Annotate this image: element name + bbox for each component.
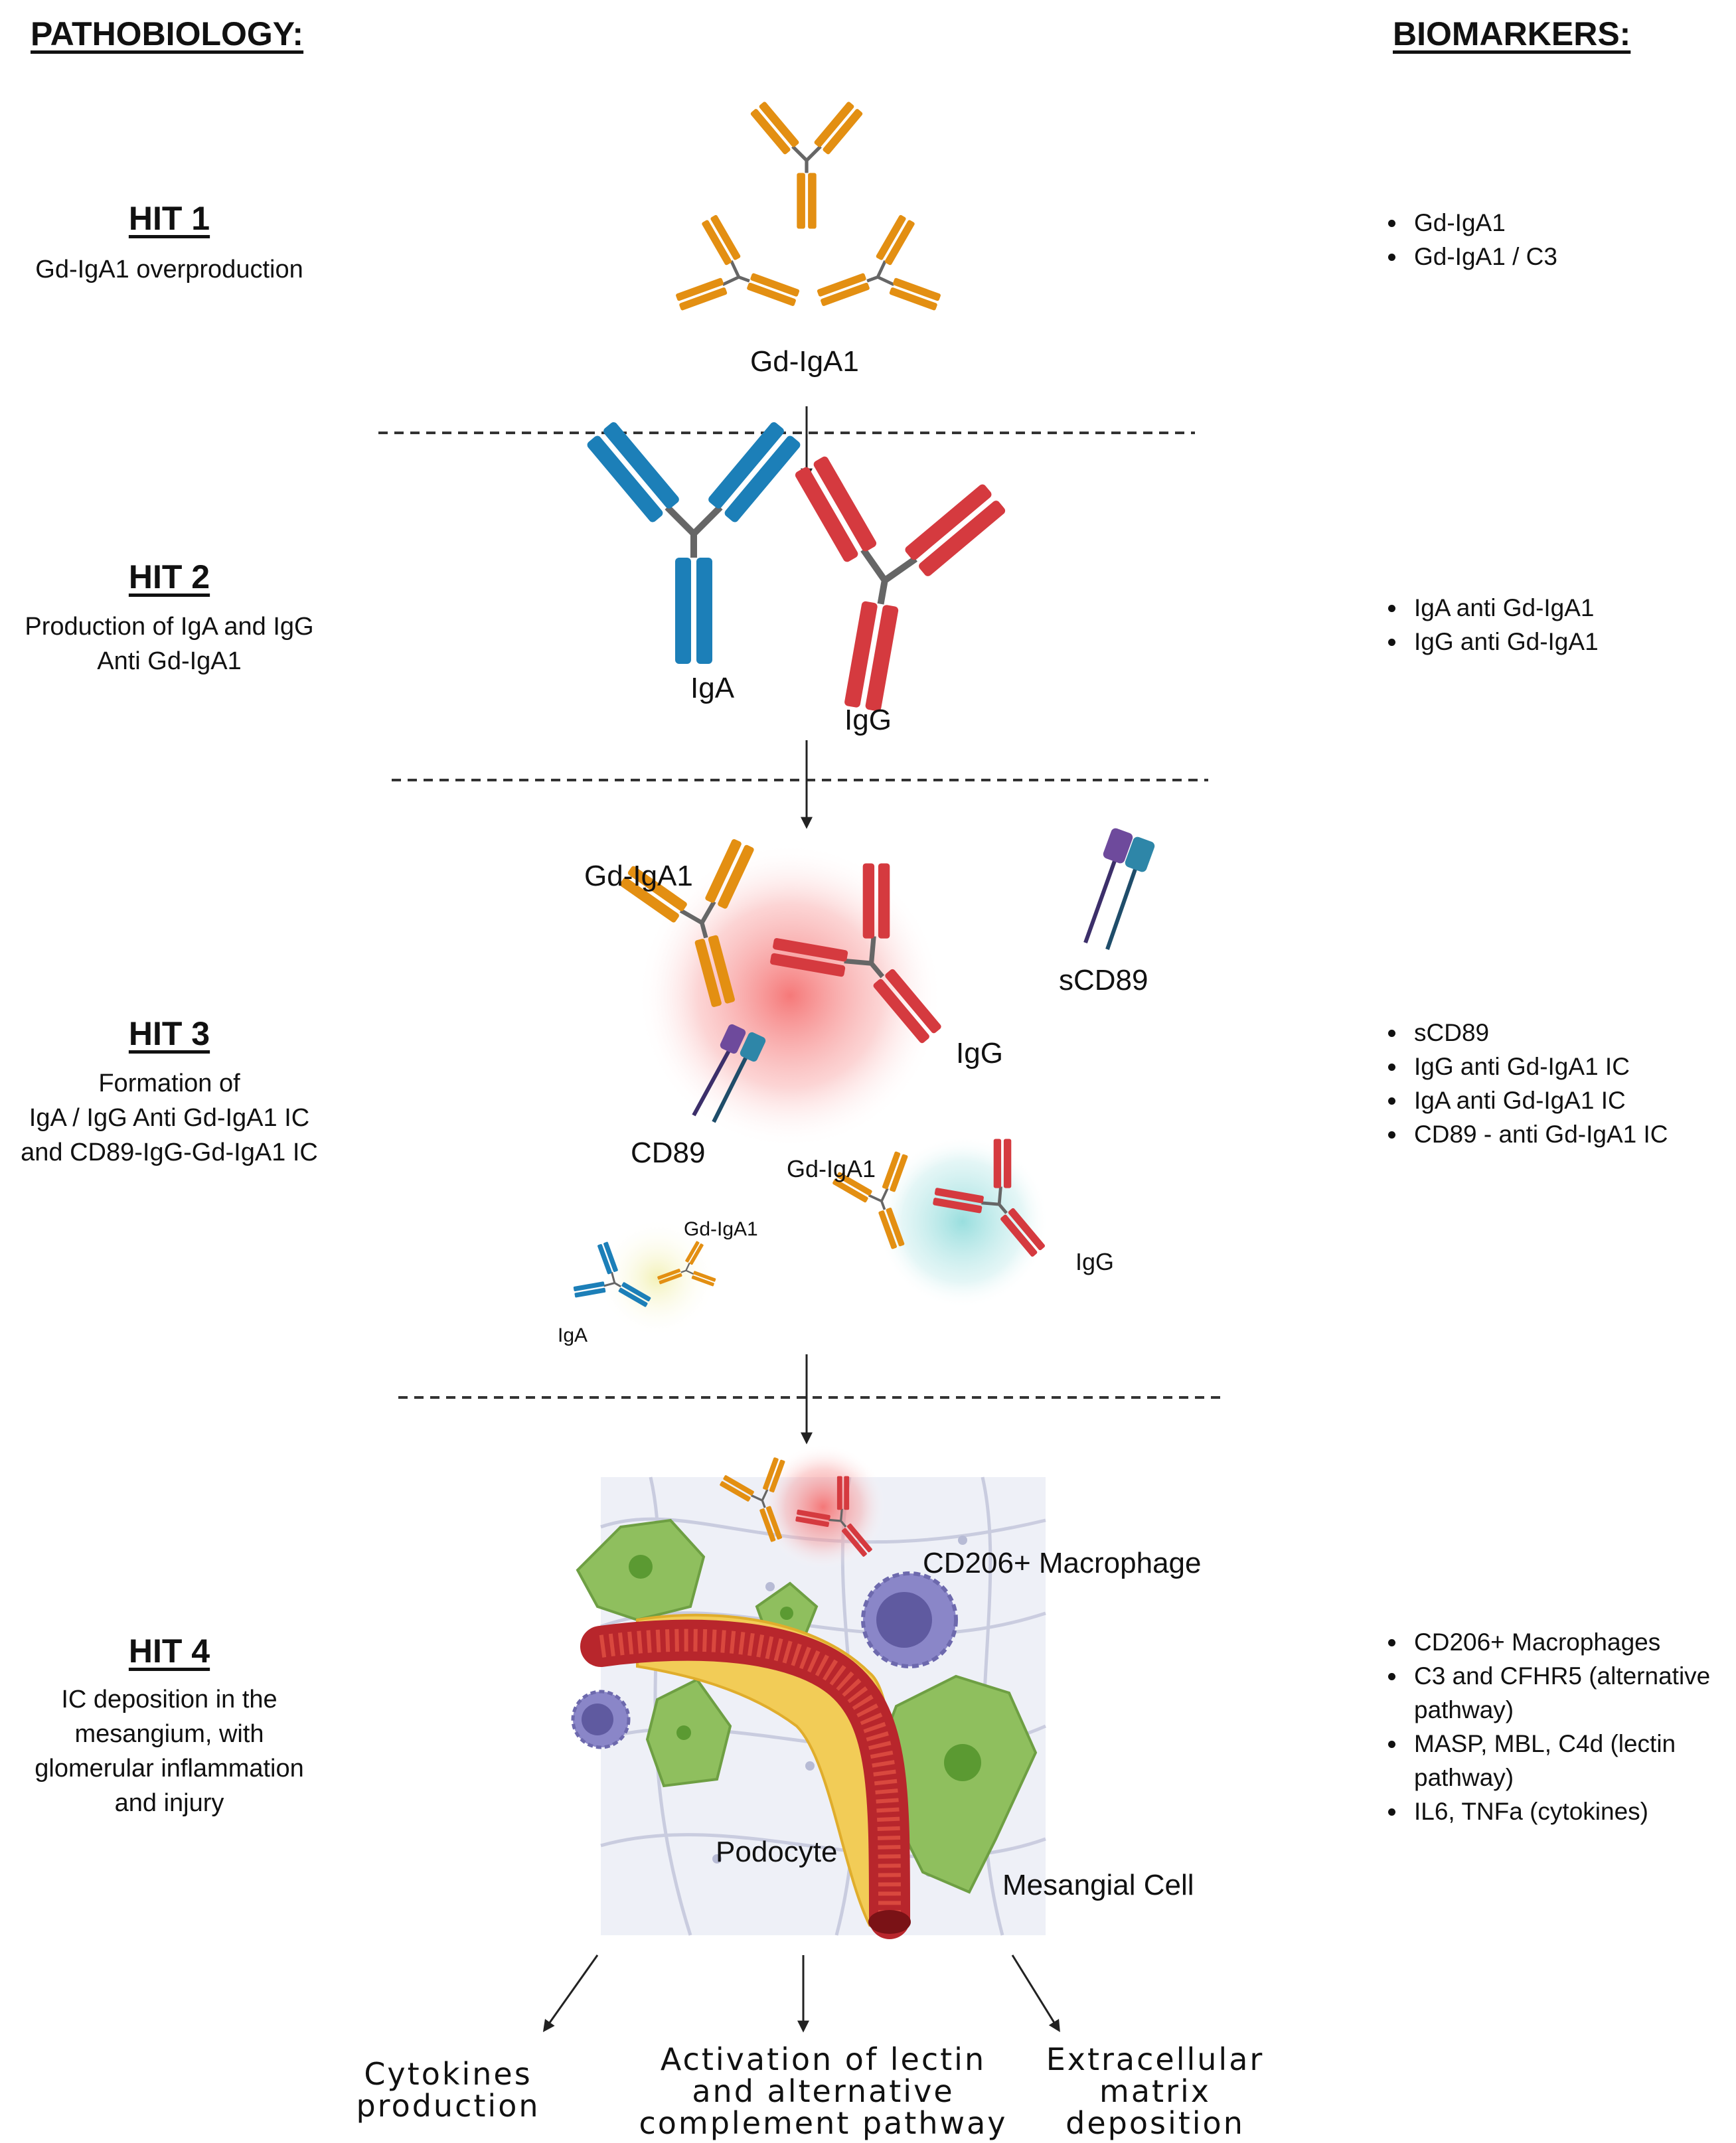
hit-1-description: Gd-IgA1 overproduction: [35, 256, 303, 283]
hit-4-biomarkers: CD206+ Macrophages C3 and CFHR5 (alterna…: [1368, 1625, 1736, 1828]
hit3-gd-iga1-label-2: Gd-IgA1: [787, 1155, 876, 1182]
hit1-gd-iga1-label: Gd-IgA1: [750, 345, 859, 378]
gd-iga1-antibody-icon: [802, 210, 946, 347]
biomarker-item: CD206+ Macrophages: [1407, 1625, 1736, 1659]
iga-complex-glow: [597, 1218, 717, 1338]
biomarker-item: MASP, MBL, C4d (lectin pathway): [1407, 1727, 1736, 1794]
biomarker-item: IgG anti Gd-IgA1: [1407, 625, 1736, 659]
biomarker-item: Gd-IgA1 / C3: [1407, 240, 1736, 274]
iga-antibody-icon: [586, 420, 802, 664]
biomarker-item: C3 and CFHR5 (alternative pathway): [1407, 1659, 1736, 1727]
biomarker-item: IgG anti Gd-IgA1 IC: [1407, 1050, 1736, 1083]
cd89-icon: [692, 1024, 766, 1123]
igg-antibody-icon: [755, 450, 1010, 728]
scd89-icon: [1083, 828, 1155, 950]
hit-3-title: HIT 3: [128, 1015, 210, 1052]
hit3-igg-label: IgG: [956, 1037, 1003, 1070]
hit3-gd-iga1-label: Gd-IgA1: [584, 860, 693, 892]
hit3-gd-iga1-label-3: Gd-IgA1: [684, 1218, 758, 1240]
capillary-vessel-icon: [580, 1619, 910, 1939]
outcome-arrow-cytokines: [542, 1954, 599, 2032]
hit-2-block: HIT 2 Production of IgA and IgG Anti Gd-…: [3, 558, 335, 678]
gd-iga1-antibody-icon: [750, 101, 863, 228]
hit-1-block: HIT 1 Gd-IgA1 overproduction: [3, 199, 335, 287]
outcome-matrix: Extracellular matrix deposition: [1046, 2041, 1265, 2141]
gd-iga1-antibody-icon: [671, 210, 815, 347]
outcome-arrow-matrix: [1011, 1954, 1060, 2033]
hit-2-biomarkers: IgA anti Gd-IgA1 IgG anti Gd-IgA1: [1368, 591, 1736, 659]
macrophage-label: CD206+ Macrophage: [923, 1547, 1202, 1579]
hit1-gd-iga1-cluster: [671, 101, 945, 347]
pathobiology-header: PATHOBIOLOGY:: [31, 15, 304, 52]
biomarker-item: CD89 - anti Gd-IgA1 IC: [1407, 1117, 1736, 1151]
hit3-iga-label-3: IgA: [558, 1324, 588, 1346]
hit2-iga-label: IgA: [690, 672, 735, 704]
hit-2-description: Production of IgA and IgG Anti Gd-IgA1: [25, 613, 314, 675]
biomarker-item: sCD89: [1407, 1016, 1736, 1050]
biomarker-item: IgA anti Gd-IgA1: [1407, 591, 1736, 625]
hit-4-description: IC deposition in the mesangium, with glo…: [35, 1686, 304, 1817]
hit-1-biomarkers: Gd-IgA1 Gd-IgA1 / C3: [1368, 206, 1736, 274]
hit3-scd89-label: sCD89: [1059, 964, 1148, 996]
hit3-igg-label-2: IgG: [1075, 1248, 1115, 1275]
biomarker-item: Gd-IgA1: [1407, 206, 1736, 240]
hit3-cd89-label: CD89: [631, 1137, 706, 1169]
hit-3-block: HIT 3 Formation of IgA / IgG Anti Gd-IgA…: [3, 1014, 335, 1170]
biomarker-item: IgA anti Gd-IgA1 IC: [1407, 1083, 1736, 1117]
podocyte-label: Podocyte: [716, 1836, 838, 1868]
hit2-igg-label: IgG: [844, 704, 892, 736]
hit-4-title: HIT 4: [128, 1632, 210, 1670]
hit-1-title: HIT 1: [128, 200, 210, 237]
hit-3-biomarkers: sCD89 IgG anti Gd-IgA1 IC IgA anti Gd-Ig…: [1368, 1016, 1736, 1151]
hit-3-description: Formation of IgA / IgG Anti Gd-IgA1 IC a…: [21, 1070, 318, 1166]
biomarkers-header: BIOMARKERS:: [1393, 15, 1631, 52]
hit-4-block: HIT 4 IC deposition in the mesangium, wi…: [3, 1632, 335, 1820]
outcome-complement: Activation of lectin and alternative com…: [639, 2041, 1008, 2141]
outcome-cytokines: Cytokines production: [356, 2056, 540, 2124]
biomarker-item: IL6, TNFa (cytokines): [1407, 1794, 1736, 1828]
mesangial-cell-label: Mesangial Cell: [1002, 1869, 1194, 1901]
glomerulus-panel: [571, 1444, 1047, 1939]
hit-2-title: HIT 2: [128, 558, 210, 595]
